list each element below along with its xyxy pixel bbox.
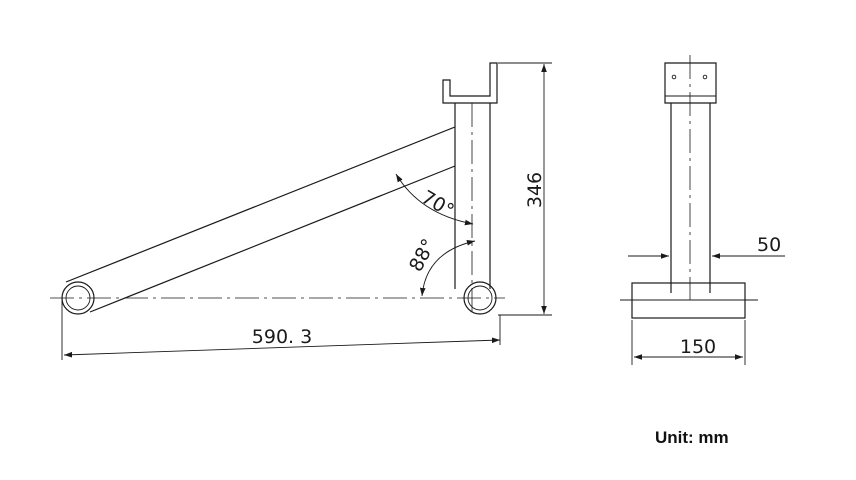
front-base	[631, 282, 746, 319]
diagonal-brace-bottom-edge	[89, 165, 456, 313]
side-view: 346 590. 3 70° 88°	[50, 62, 552, 360]
u-channel-bracket	[442, 62, 498, 104]
length-dimension-label: 590. 3	[252, 326, 312, 348]
unit-label: Unit: mm	[655, 428, 729, 447]
bracket-hole-right	[702, 74, 708, 80]
angle-70-arc	[395, 173, 474, 226]
angle-88-arc	[419, 240, 476, 297]
front-view: 50 150	[620, 55, 785, 365]
base-width-label: 150	[680, 336, 716, 358]
angle-70-label: 70°	[418, 186, 458, 222]
length-dimension-line	[63, 337, 501, 358]
tube-width-label: 50	[757, 234, 781, 256]
diagonal-brace-top-edge	[65, 126, 456, 283]
angle-88-label: 88°	[405, 235, 440, 275]
front-bracket	[664, 62, 717, 104]
height-dimension-label: 346	[524, 172, 546, 208]
bracket-hole-left	[671, 74, 677, 80]
